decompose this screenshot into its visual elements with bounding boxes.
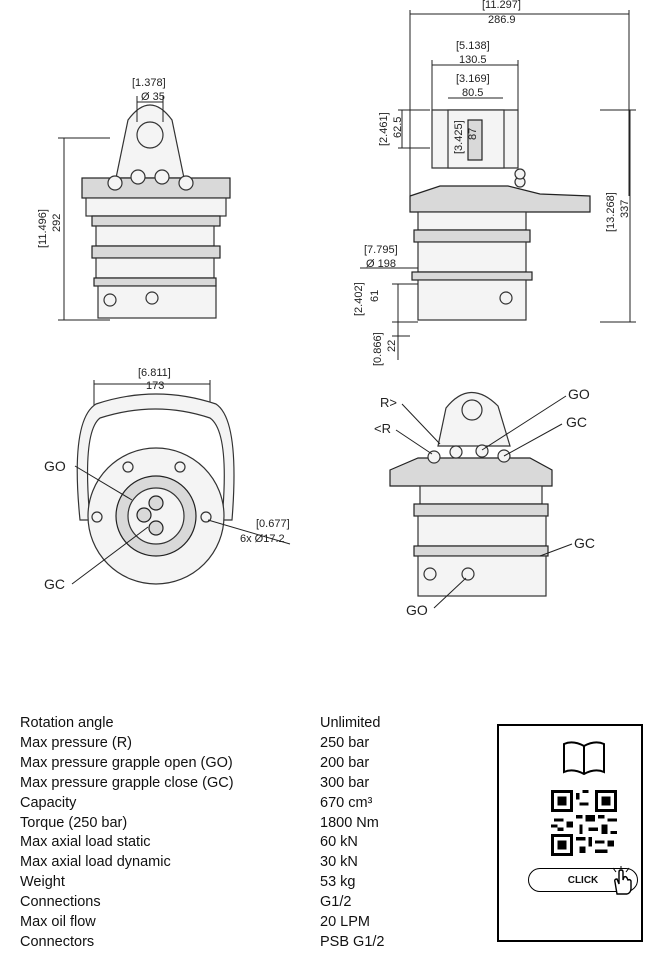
spec-value: 670 cm³: [320, 794, 373, 811]
label-go-iso-lower: GO: [406, 602, 428, 618]
spec-label: Capacity: [20, 794, 77, 811]
spec-value: 30 kN: [320, 854, 358, 871]
dim-w2-in: [3.169]: [456, 73, 490, 85]
spec-row: Max axial load dynamic 30 kN: [20, 853, 480, 873]
dim-22-in: [0.866]: [372, 332, 384, 366]
front-view: [58, 96, 231, 321]
spec-value: 250 bar: [320, 734, 370, 751]
dim-173-in: [6.811]: [138, 367, 171, 379]
spec-label: Rotation angle: [20, 715, 114, 731]
dim-292-in: [11.496]: [37, 209, 49, 248]
spec-value: G1/2: [320, 894, 352, 911]
spec-label: Max axial load dynamic: [20, 854, 171, 871]
label-go-iso: GO: [568, 386, 590, 402]
spec-row: Max axial load static 60 kN: [20, 833, 480, 853]
spec-row: Max oil flow 20 LPM: [20, 913, 480, 933]
dim-337-mm: 337: [619, 200, 631, 218]
spec-value: 200 bar: [320, 754, 370, 771]
label-r-minus: <R: [374, 421, 391, 436]
spec-label: Max pressure grapple open (GO): [20, 754, 233, 771]
dim-top-width-mm: 286.9: [488, 14, 516, 26]
spec-value: 300 bar: [320, 774, 370, 791]
dim-87-in: [3.425]: [453, 120, 465, 154]
dim-62-mm: 62.5: [392, 117, 404, 138]
spec-label: Connections: [20, 894, 101, 911]
spec-value: 53 kg: [320, 874, 356, 891]
dim-292-mm: 292: [51, 214, 63, 232]
isometric-view: [389, 391, 573, 609]
side-view: [360, 10, 636, 360]
spec-value: PSB G1/2: [320, 933, 385, 950]
spec-label: Max axial load static: [20, 834, 151, 851]
dim-top-width-in: [11.297]: [482, 0, 521, 11]
spec-label: Weight: [20, 874, 65, 891]
spec-row: Weight 53 kg: [20, 873, 480, 893]
top-view: [71, 380, 291, 585]
spec-value: 20 LPM: [320, 914, 370, 931]
info-panel: CLICK: [497, 724, 643, 942]
spec-row: Capacity 670 cm³: [20, 794, 480, 814]
dim-w2-mm: 80.5: [462, 87, 483, 99]
label-gc-top: GC: [44, 576, 65, 592]
label-gc-iso: GC: [566, 414, 587, 430]
dim-22-mm: 22: [386, 340, 398, 352]
spec-label: Torque (250 bar): [20, 814, 128, 831]
dim-173-mm: 173: [146, 380, 164, 392]
dim-hole-in: [0.677]: [256, 518, 290, 530]
spec-row: Max pressure grapple open (GO) 200 bar: [20, 754, 480, 774]
spec-row: Connectors PSB G1/2: [20, 933, 480, 953]
spec-label: Max pressure grapple close (GC): [20, 774, 234, 791]
dim-d35-mm: Ø 35: [141, 91, 165, 103]
spec-label: Max pressure (R): [20, 734, 132, 751]
spec-value: Unlimited: [320, 715, 381, 731]
dim-61-in: [2.402]: [353, 282, 365, 316]
spec-value: 60 kN: [320, 834, 358, 851]
label-gc-iso-lower: GC: [574, 535, 595, 551]
dim-61-mm: 61: [369, 290, 381, 302]
dim-d35-in: [1.378]: [132, 77, 166, 89]
dim-w1-mm: 130.5: [459, 54, 487, 66]
pointer-hand-icon: [612, 866, 632, 895]
dim-hole-mm: 6x Ø17.2: [240, 533, 285, 545]
dim-337-in: [13.268]: [605, 192, 617, 232]
qr-code-icon[interactable]: [551, 790, 617, 856]
dim-198-in: [7.795]: [364, 244, 398, 256]
label-go-top: GO: [44, 458, 66, 474]
dim-87-mm: 87: [467, 128, 479, 140]
dim-w1-in: [5.138]: [456, 40, 490, 52]
spec-row: Rotation angle Unlimited: [20, 714, 480, 734]
spec-value: 1800 Nm: [320, 814, 379, 831]
spec-label: Connectors: [20, 933, 95, 950]
dim-198-mm: Ø 198: [366, 258, 396, 270]
spec-row: Max pressure grapple close (GC) 300 bar: [20, 774, 480, 794]
label-r-plus: R>: [380, 395, 397, 410]
technical-drawing: [1.378] Ø 35 [11.496] 292 [11.29: [37, 0, 636, 618]
open-book-icon: [563, 741, 605, 776]
spec-label: Max oil flow: [20, 914, 96, 931]
spec-row: Connections G1/2: [20, 893, 480, 913]
dim-62-in: [2.461]: [378, 112, 390, 146]
spec-row: Torque (250 bar) 1800 Nm: [20, 814, 480, 834]
spec-row: Max pressure (R) 250 bar: [20, 734, 480, 754]
